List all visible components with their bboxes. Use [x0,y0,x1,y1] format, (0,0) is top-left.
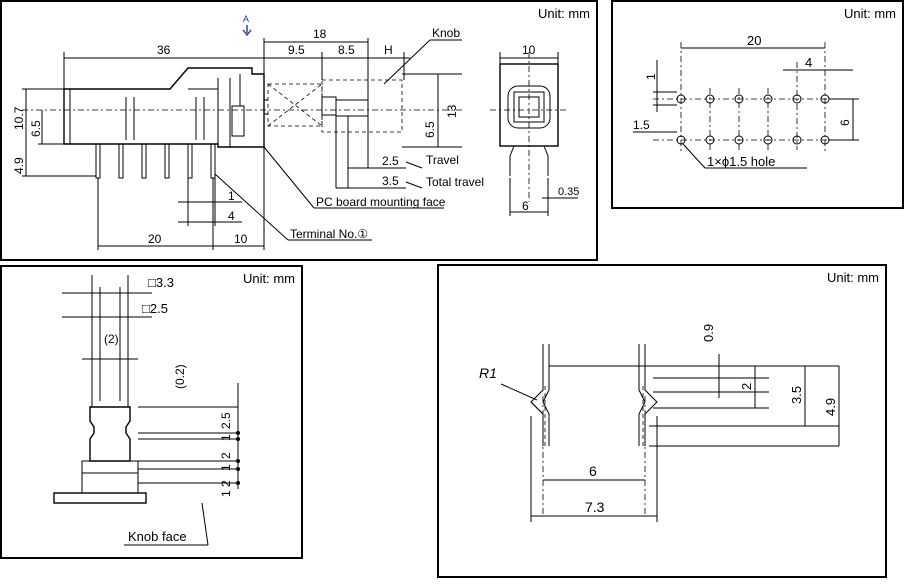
dim-H: H [384,43,393,57]
terminal-detail-panel: Unit: mm 0.9 2 3.5 4.9 R1 6 7.3 [437,264,887,578]
terminal-label: Terminal No.① [290,227,368,241]
knob-dim-1-a: 1 [219,434,233,441]
front-dim-0-35: 0.35 [558,186,579,198]
knob-dim-1-b: 1 [219,464,233,471]
front-dim-10: 10 [522,43,536,57]
total-travel-label: Total travel [426,175,484,189]
dim-4: 4 [228,209,235,223]
dim-6-5: 6.5 [29,120,43,137]
knob-dim-2-a: 2 [219,452,233,459]
dim-8-5: 8.5 [338,43,355,57]
dim-9-5: 9.5 [288,43,305,57]
unit-label: Unit: mm [538,6,590,21]
knob-dim-1-c: 1 [219,490,233,497]
dim-18: 18 [313,27,327,41]
term-dim-4-9: 4.9 [823,398,838,416]
travel-label: Travel [426,153,459,167]
unit-label: Unit: mm [243,271,295,286]
dim-13: 13 [445,104,459,118]
unit-label: Unit: mm [844,6,896,21]
knob-dim-2-5-v: 2.5 [219,412,233,429]
term-dim-2: 2 [739,383,754,390]
knob-face-label: Knob face [128,529,187,544]
knob-dim-2: (2) [104,332,119,346]
dim-2-5: 2.5 [382,154,399,168]
term-dim-0-9: 0.9 [701,324,716,342]
pcb-dim-1-5: 1.5 [633,118,650,132]
dim-1: 1 [228,189,235,203]
knob-dim-2-5: □2.5 [142,301,168,316]
term-radius-r1: R1 [479,365,497,381]
term-dim-6: 6 [589,463,597,479]
knob-detail-drawing: □3.3 □2.5 (2) (0.2) 2.5 1 2 1 2 1 Knob f… [53,275,240,546]
pcb-dim-6: 6 [838,119,852,126]
front-dim-6: 6 [522,199,529,213]
dim-10-7: 10.7 [12,106,26,130]
terminal-detail-drawing: 0.9 2 3.5 4.9 R1 6 7.3 [479,324,840,522]
knob-detail-panel: Unit: mm □3.3 □2.5 (2) (0.2) 2.5 1 2 1 2… [0,265,303,559]
side-view-drawing: 36 18 9.5 8.5 H Knob A 10.7 6.5 4.9 13 6… [12,14,579,250]
knob-label: Knob [432,26,460,40]
dim-20: 20 [148,232,162,246]
knob-dim-0-2: (0.2) [173,364,187,389]
hole-spec-label: 1×ϕ1.5 hole [707,154,775,169]
dim-6-5-right: 6.5 [423,121,437,138]
view-a-label: A [243,14,249,24]
pcb-dim-1: 1 [644,73,658,80]
term-dim-7-3: 7.3 [585,499,605,515]
pcb-layout-panel: Unit: mm 20 4 1 6 1.5 1×ϕ1.5 hole [611,0,904,209]
pcb-dim-4: 4 [805,55,812,70]
knob-dim-2-b: 2 [219,480,233,487]
view-a-arrow-icon [242,25,252,37]
dim-3-5: 3.5 [382,174,399,188]
term-dim-3-5: 3.5 [789,386,804,404]
dim-36: 36 [157,43,171,57]
unit-label: Unit: mm [827,270,879,285]
dim-4-9: 4.9 [12,157,26,174]
dim-10: 10 [234,232,248,246]
pcb-holes [676,94,830,145]
pcb-face-label: PC board mounting face [316,195,446,209]
pcb-layout-drawing: 20 4 1 6 1.5 1×ϕ1.5 hole [633,33,859,169]
pcb-dim-20: 20 [747,33,761,48]
knob-dim-3-3: □3.3 [148,275,174,290]
side-view-panel: Unit: mm 36 18 [0,0,598,261]
